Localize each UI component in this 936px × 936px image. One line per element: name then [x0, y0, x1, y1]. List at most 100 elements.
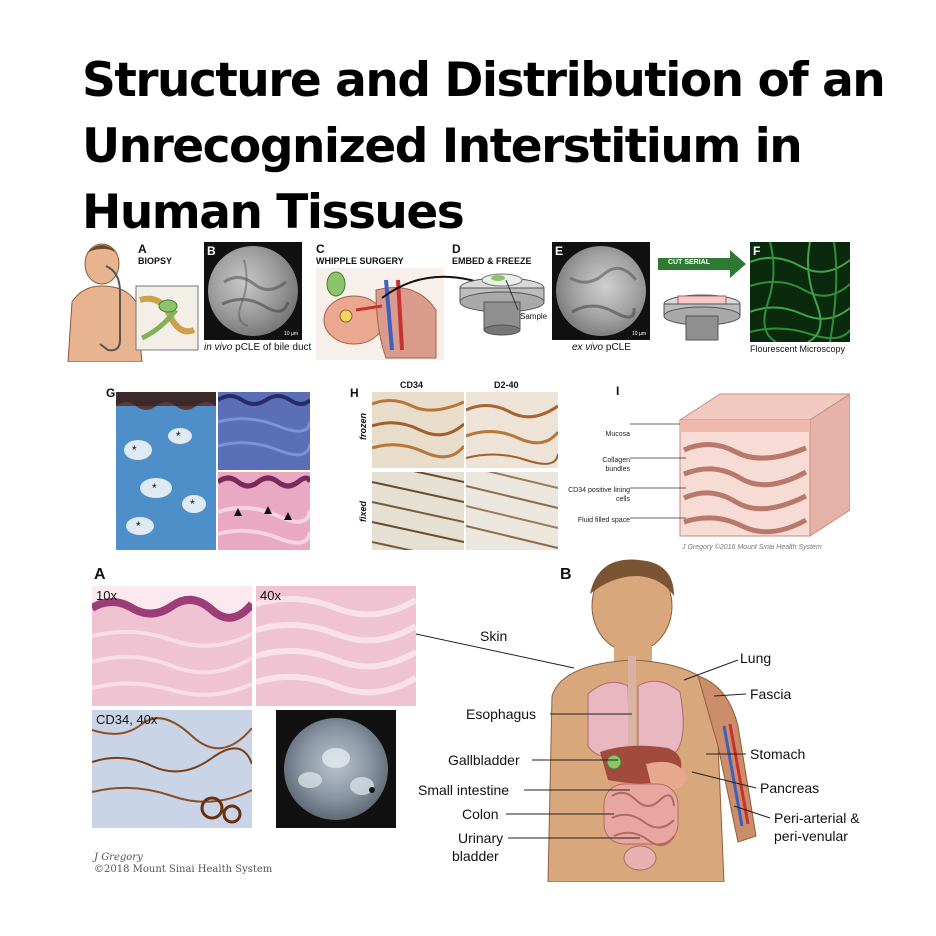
panel-g-he-inset	[218, 472, 310, 550]
fig2-panel-a-letter: A	[94, 566, 106, 583]
fig2-skin-40x: 40x	[256, 586, 416, 706]
panel-h-frozen-cd34	[372, 392, 464, 468]
panel-a-biopsy: A BIOPSY	[60, 240, 202, 363]
he-skin-texture	[256, 595, 416, 696]
he-stain-texture	[218, 475, 310, 545]
trichrome-section: * * * * *	[116, 392, 216, 535]
panel-i-label-cd34: CD34 positive lining cells	[568, 487, 630, 503]
blue-stain-texture	[218, 394, 310, 457]
label-small-intestine: Small intestine	[418, 782, 510, 798]
cryostat-chuck-icon	[459, 273, 545, 336]
panel-e-scale: 10 µm	[632, 331, 646, 337]
panel-g-blue-inset	[218, 392, 310, 470]
body-organ-diagram	[547, 559, 757, 882]
label-urinary-1: Urinary	[458, 830, 504, 846]
figure-1: A BIOPSY B 10 µm in vivo pCLE of bile du…	[60, 240, 860, 560]
interstitium-schematic	[630, 393, 850, 537]
fig2-credit-line2: ©2018 Mount Sinai Health System	[94, 864, 273, 875]
panel-c-whipple: C WHIPPLE SURGERY	[316, 240, 446, 362]
ihc-texture	[372, 472, 464, 550]
panel-c-caption: WHIPPLE SURGERY	[316, 256, 404, 266]
fig2-mag-cd34: CD34, 40x	[96, 712, 158, 727]
fig2-panel-b-letter: B	[560, 566, 572, 583]
label-urinary-2: bladder	[452, 848, 499, 864]
fluorescent-network	[750, 242, 850, 342]
svg-text:*: *	[176, 429, 181, 443]
panel-e-caption: ex vivo pCLE	[572, 342, 631, 353]
pcle-texture	[221, 259, 290, 327]
cut-serial-block: CUT SERIAL	[656, 250, 748, 350]
title-line-3: Human Tissues	[82, 185, 465, 240]
panel-h-row-fixed: fixed	[358, 500, 368, 522]
panel-i-credit: J Gregory ©2016 Mount Sinai Health Syste…	[682, 544, 822, 551]
panel-e-caption-rest: pCLE	[603, 342, 631, 353]
paper-title: Structure and Distribution of an Unrecog…	[82, 48, 902, 246]
panel-b-caption-rest: pCLE of bile duct	[232, 342, 312, 353]
label-fascia: Fascia	[750, 686, 792, 702]
panel-f-image: F	[750, 242, 850, 342]
panel-b-image: B 10 µm	[204, 242, 302, 340]
whipple-illustration	[316, 268, 444, 360]
panel-h-fixed-d240	[466, 472, 558, 550]
label-skin: Skin	[480, 628, 508, 644]
label-peri-arterial-2: peri-venular	[774, 828, 848, 844]
pcle-texture	[298, 748, 375, 795]
panel-d-letter: D	[452, 242, 461, 256]
svg-text:*: *	[152, 481, 157, 495]
svg-text:*: *	[132, 443, 137, 457]
he-skin-texture	[92, 586, 252, 697]
ihc-skin-texture	[92, 717, 252, 824]
panel-h-row-frozen: frozen	[358, 413, 368, 440]
panel-h-col-cd34: CD34	[400, 380, 424, 390]
panel-b-caption: in vivo pCLE of bile duct	[204, 342, 311, 353]
panel-h-fixed-cd34	[372, 472, 464, 550]
panel-f-letter: F	[753, 244, 761, 258]
fig2-pcle-skin	[276, 710, 396, 828]
panel-d-sample-label: Sample	[520, 312, 548, 321]
panel-e-image: E 10 µm	[552, 242, 650, 340]
panel-a-caption: BIOPSY	[138, 256, 173, 266]
panel-h-letter: H	[350, 386, 359, 400]
panel-a-letter: A	[138, 242, 147, 256]
panel-i-label-fluid: Fluid filled space	[577, 517, 630, 524]
ihc-texture	[466, 404, 558, 465]
pcle-texture	[569, 266, 638, 319]
cut-serial-label: CUT SERIAL	[668, 259, 710, 266]
panel-b-scale: 10 µm	[284, 331, 298, 337]
panel-g-trichrome: * * * * *	[116, 392, 216, 550]
panel-e-caption-italic: ex vivo	[572, 342, 604, 353]
fig2-mag-10x: 10x	[96, 588, 117, 603]
label-gallbladder: Gallbladder	[448, 752, 520, 768]
fig2-mag-40x: 40x	[260, 588, 281, 603]
biopsy-illustration	[67, 243, 199, 363]
panel-h-frozen-d240	[466, 392, 558, 468]
svg-text:*: *	[190, 497, 195, 511]
panel-b-caption-italic: in vivo	[204, 342, 233, 353]
panel-d-caption: EMBED & FREEZE	[452, 256, 532, 266]
panel-i-letter: I	[616, 384, 620, 398]
panel-i-label-collagen: Collagen bundles	[602, 457, 630, 473]
label-lung: Lung	[740, 650, 772, 666]
label-peri-arterial-1: Peri-arterial &	[774, 810, 860, 826]
panel-h-col-d240: D2-40	[494, 380, 519, 390]
label-pancreas: Pancreas	[760, 780, 820, 796]
label-esophagus: Esophagus	[466, 706, 537, 722]
panel-e-letter: E	[555, 244, 564, 258]
label-stomach: Stomach	[750, 746, 806, 762]
panel-c-letter: C	[316, 242, 325, 256]
fig2-credit-line1: J Gregory	[94, 852, 143, 863]
label-colon: Colon	[462, 806, 499, 822]
panel-g-letter: G	[106, 386, 116, 400]
panel-d-embed: D EMBED & FREEZE Sample	[452, 240, 552, 340]
cut-serial-arrow-icon	[658, 250, 746, 341]
ihc-texture	[372, 399, 464, 459]
title-line-1: Structure and Distribution of an	[82, 53, 886, 108]
fig2-skin-10x: 10x	[92, 586, 252, 706]
ihc-texture	[466, 472, 558, 549]
panel-b-letter: B	[207, 244, 216, 258]
fig2-cd34-40x: CD34, 40x	[92, 710, 252, 828]
svg-text:*: *	[136, 519, 141, 533]
panel-f-caption: Flourescent Microscopy	[750, 344, 846, 354]
title-line-2: Unrecognized Interstitium in	[82, 119, 803, 174]
panel-i-label-mucosa: Mucosa	[605, 431, 630, 438]
